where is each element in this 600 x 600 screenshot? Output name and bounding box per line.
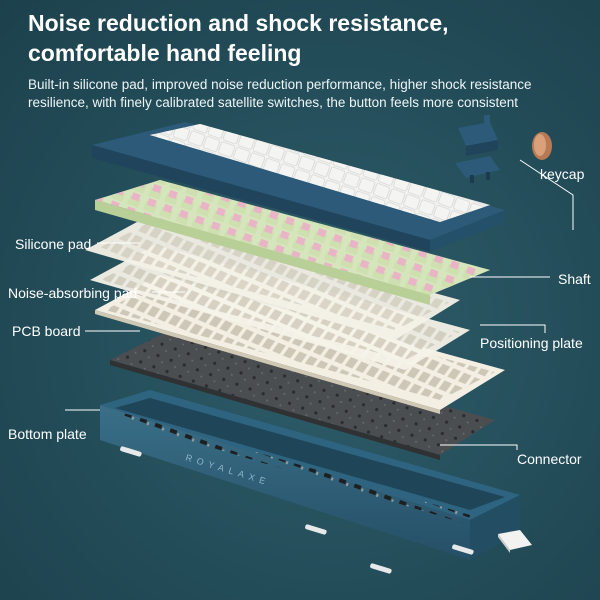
label-keycap: keycap xyxy=(540,166,585,182)
silicone-pad xyxy=(85,215,460,340)
label-positioning-plate: Positioning plate xyxy=(480,335,583,351)
headline: Noise reduction and shock resistance, co… xyxy=(28,8,588,68)
label-bottom-plate: Bottom plate xyxy=(8,426,87,442)
label-connector: Connector xyxy=(517,451,582,467)
label-pcb-board: PCB board xyxy=(12,323,81,339)
keycap-layer xyxy=(92,122,505,252)
bottom-case: ROYALAXE xyxy=(100,390,520,560)
switches-layer xyxy=(95,180,490,305)
usb-connector xyxy=(498,530,532,553)
headline-line-1: Noise reduction and shock resistance, xyxy=(28,10,449,36)
label-noise-absorbing-pad: Noise-absorbing pad xyxy=(8,285,138,301)
description-text: Built-in silicone pad, improved noise re… xyxy=(28,77,532,110)
headline-line-2: comfortable hand feeling xyxy=(28,40,302,66)
pcb-board xyxy=(110,330,495,460)
leader-lines xyxy=(65,159,574,450)
rubber-feet xyxy=(120,446,474,574)
label-shaft: Shaft xyxy=(558,271,591,287)
label-silicone-pad: Silicone pad xyxy=(15,236,92,252)
keycap-detail xyxy=(455,115,552,183)
